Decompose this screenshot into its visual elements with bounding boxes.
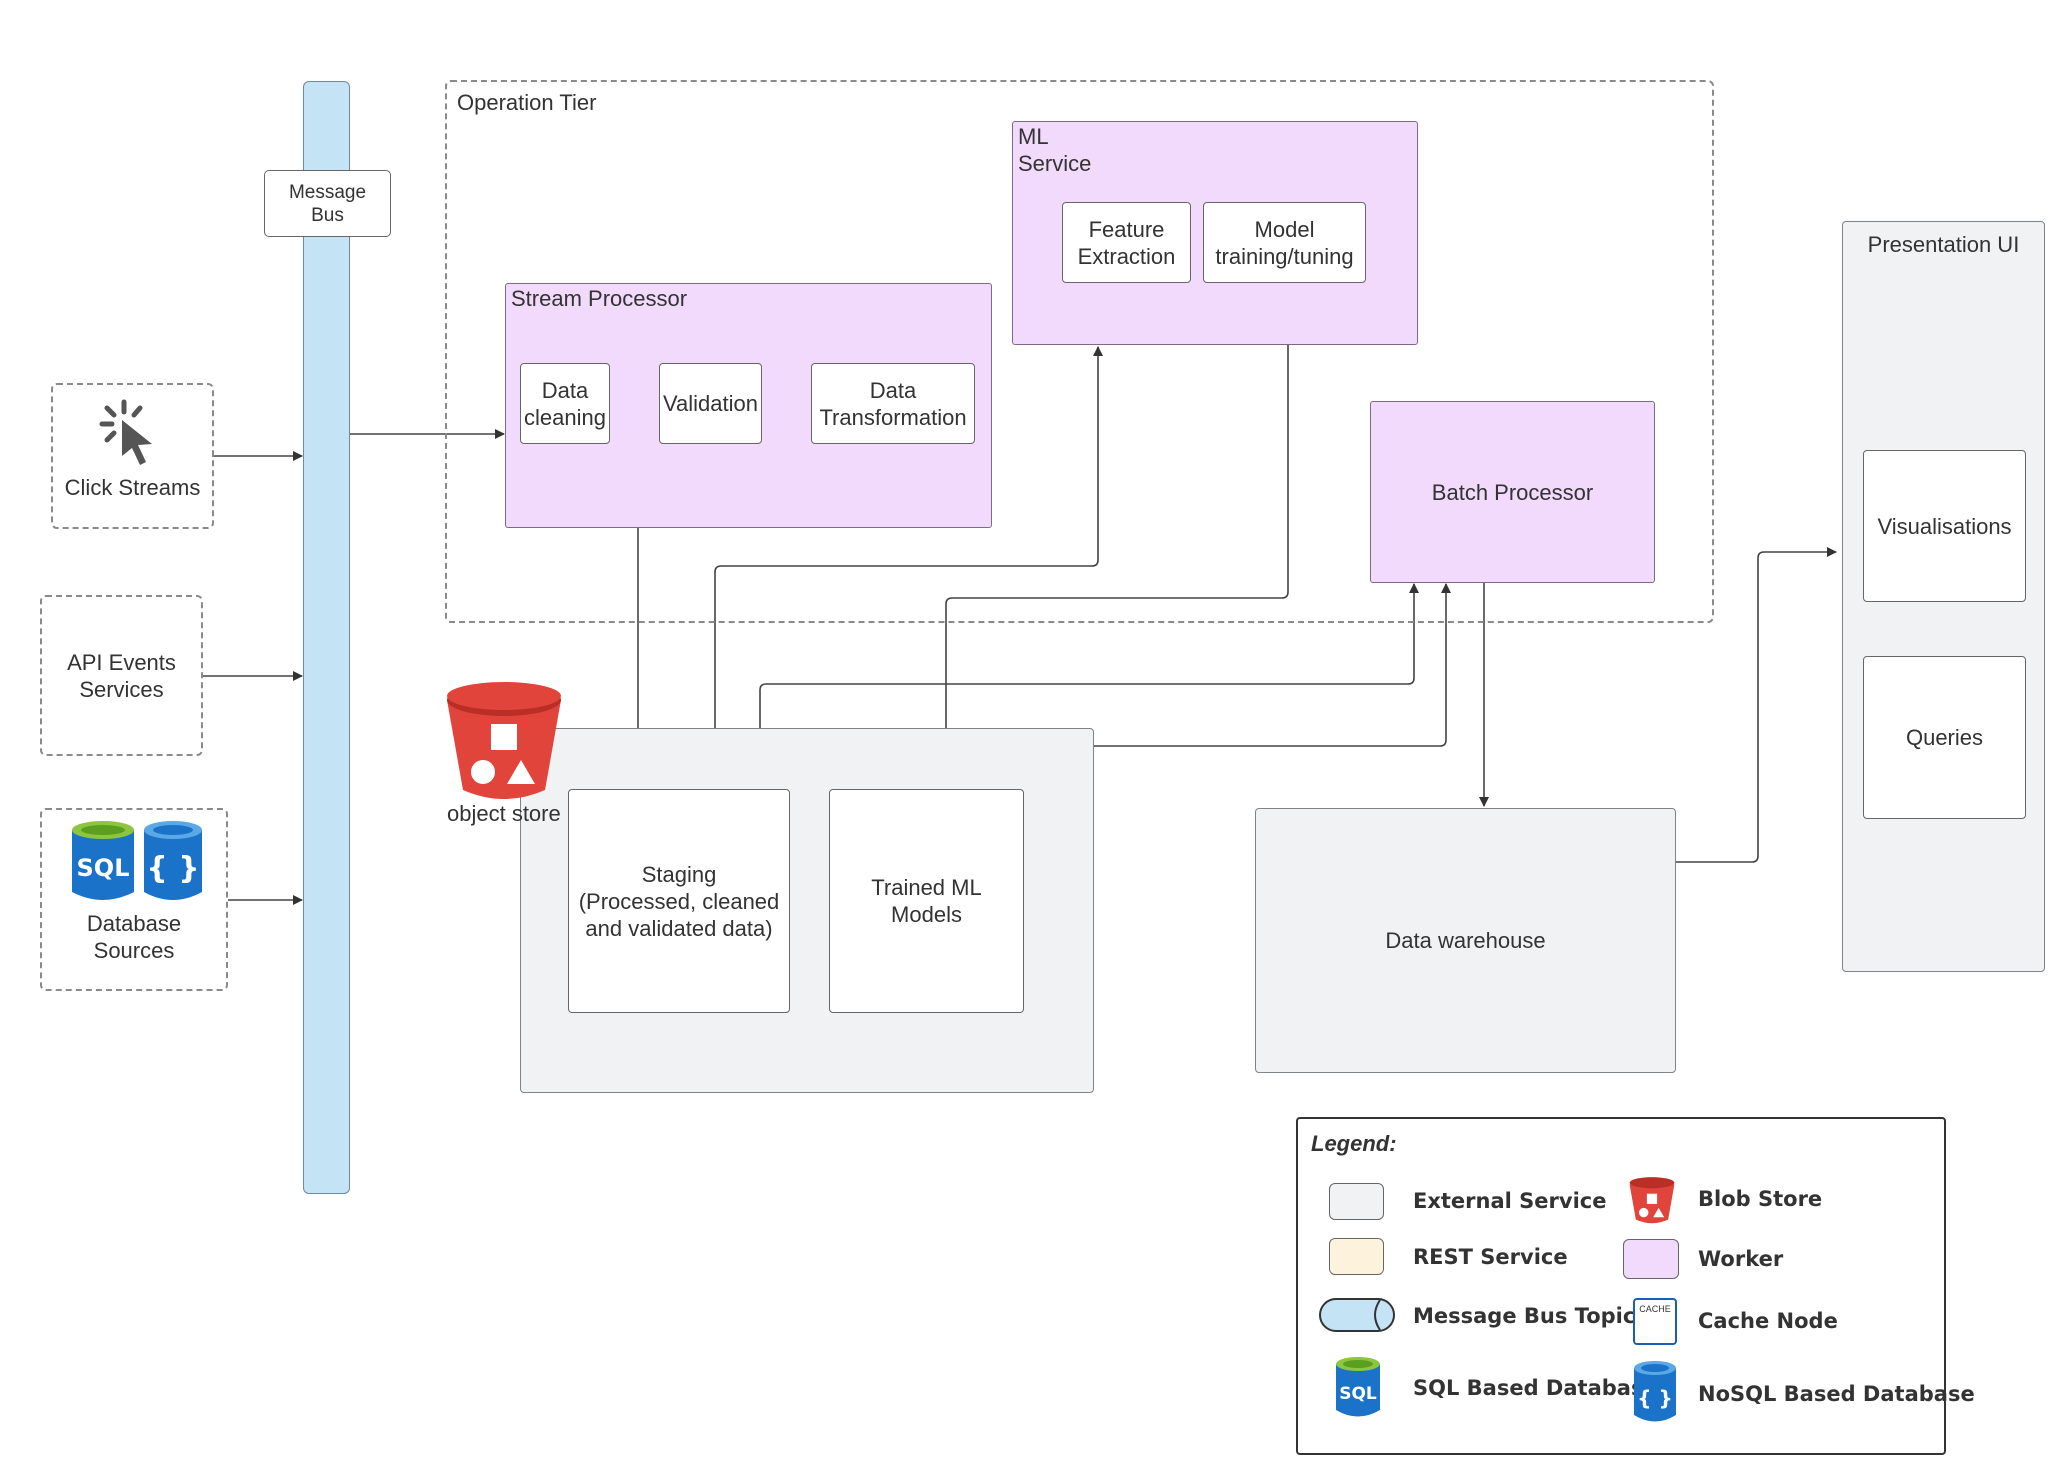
- svg-text:{ }: { }: [146, 851, 199, 886]
- arrow-ml-to-trained: [941, 345, 1289, 788]
- legend-message-bus-icon: [1319, 1298, 1395, 1332]
- ml-service-title: ML Service: [1018, 124, 1092, 176]
- legend-rest-swatch: [1329, 1238, 1384, 1275]
- feature-extraction: Feature Extraction: [1062, 202, 1191, 283]
- operation-tier: [445, 80, 1714, 623]
- message-bus-label: Message Bus: [264, 170, 391, 237]
- legend-worker-label: Worker: [1698, 1247, 1784, 1271]
- legend-sql-icon: SQL: [1336, 1357, 1380, 1417]
- message-bus-topic: [303, 81, 350, 1194]
- model-training: Model training/tuning: [1203, 202, 1366, 283]
- object-store-label: object store: [447, 801, 561, 826]
- batch-processor: Batch Processor: [1370, 401, 1655, 583]
- sql-database-icon: SQL: [72, 821, 134, 900]
- legend-rest-label: REST Service: [1413, 1245, 1568, 1269]
- api-events-source: [40, 595, 203, 756]
- legend-message-bus-label: Message Bus Topic: [1413, 1304, 1636, 1328]
- legend-cache-icon: CACHE: [1633, 1298, 1677, 1345]
- legend-external-label: External Service: [1413, 1189, 1607, 1213]
- legend-nosql-label: NoSQL Based Database: [1698, 1382, 1975, 1406]
- legend-nosql-icon-text: { }: [1637, 1386, 1672, 1410]
- legend-title: Legend:: [1311, 1131, 1397, 1156]
- legend-cache-icon-text: CACHE: [1639, 1304, 1671, 1314]
- nosql-database-icon: { }: [144, 821, 202, 900]
- legend-external-swatch: [1329, 1183, 1384, 1220]
- legend: [1296, 1117, 1946, 1455]
- legend-blob-store-label: Blob Store: [1698, 1187, 1823, 1211]
- arrow-warehouse-to-presentation: [1674, 547, 1837, 863]
- data-warehouse: Data warehouse: [1255, 808, 1676, 1073]
- presentation-ui-title: Presentation UI: [1867, 232, 2020, 257]
- legend-cache-label: Cache Node: [1698, 1309, 1838, 1333]
- legend-worker-swatch: [1623, 1239, 1679, 1279]
- database-sources: [40, 808, 228, 991]
- staging: Staging (Processed, cleaned and validate…: [568, 789, 790, 1013]
- queries: Queries: [1863, 656, 2026, 819]
- legend-blob-store-icon: [1629, 1177, 1675, 1224]
- arrow-staging-to-batch: [759, 583, 1419, 790]
- operation-tier-title: Operation Tier: [457, 90, 597, 115]
- legend-sql-icon-text: SQL: [1339, 1384, 1377, 1404]
- visualisations: Visualisations: [1863, 450, 2026, 602]
- svg-text:SQL: SQL: [77, 854, 130, 882]
- database-sources-label: Database Sources: [86, 911, 182, 963]
- blob-store-icon: [447, 682, 561, 799]
- validation: Validation: [659, 363, 762, 444]
- click-icon: [99, 399, 152, 465]
- legend-nosql-icon: { }: [1634, 1361, 1676, 1422]
- trained-ml-models: Trained ML Models: [829, 789, 1024, 1013]
- stream-processor-title: Stream Processor: [511, 286, 688, 311]
- click-streams-source: [51, 383, 214, 529]
- api-events-label: API Events Services: [67, 649, 176, 702]
- data-cleaning: Data cleaning: [520, 363, 610, 444]
- legend-sql-label: SQL Based Database: [1413, 1376, 1658, 1400]
- click-streams-label: Click Streams: [64, 475, 201, 500]
- data-transformation: Data Transformation: [811, 363, 975, 444]
- arrow-staging-to-ml: [714, 346, 1103, 790]
